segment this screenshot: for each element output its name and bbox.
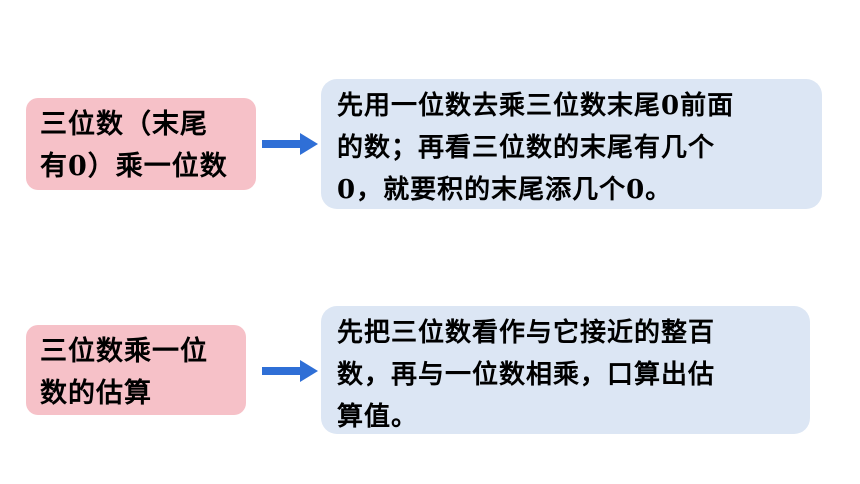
rule-line: 0，就要积的末尾添几个0。 — [337, 175, 673, 205]
topic-box-zero-ending-multiplication: 三位数（末尾 有0）乘一位数 — [26, 98, 256, 190]
rule-box-zero-ending-multiplication: 先用一位数去乘三位数末尾0前面 的数；再看三位数的末尾有几个 0，就要积的末尾添… — [321, 79, 822, 209]
arrow-right-icon — [262, 133, 318, 155]
topic-line: 三位数（末尾 — [40, 109, 208, 140]
arrow-right-icon — [262, 360, 318, 382]
rule-box-estimation: 先把三位数看作与它接近的整百 数，再与一位数相乘，口算出估 算值。 — [321, 306, 810, 434]
topic-line: 三位数乘一位 — [40, 336, 208, 367]
rule-line: 算值。 — [337, 402, 419, 432]
rule-line: 先用一位数去乘三位数末尾0前面 — [337, 91, 735, 121]
rule-line: 数，再与一位数相乘，口算出估 — [337, 360, 716, 390]
topic-line: 数的估算 — [40, 378, 152, 409]
rule-line: 的数；再看三位数的末尾有几个 — [337, 133, 716, 163]
rule-line: 先把三位数看作与它接近的整百 — [337, 318, 716, 348]
topic-box-estimation: 三位数乘一位 数的估算 — [26, 325, 246, 415]
topic-line: 有0）乘一位数 — [40, 151, 228, 182]
